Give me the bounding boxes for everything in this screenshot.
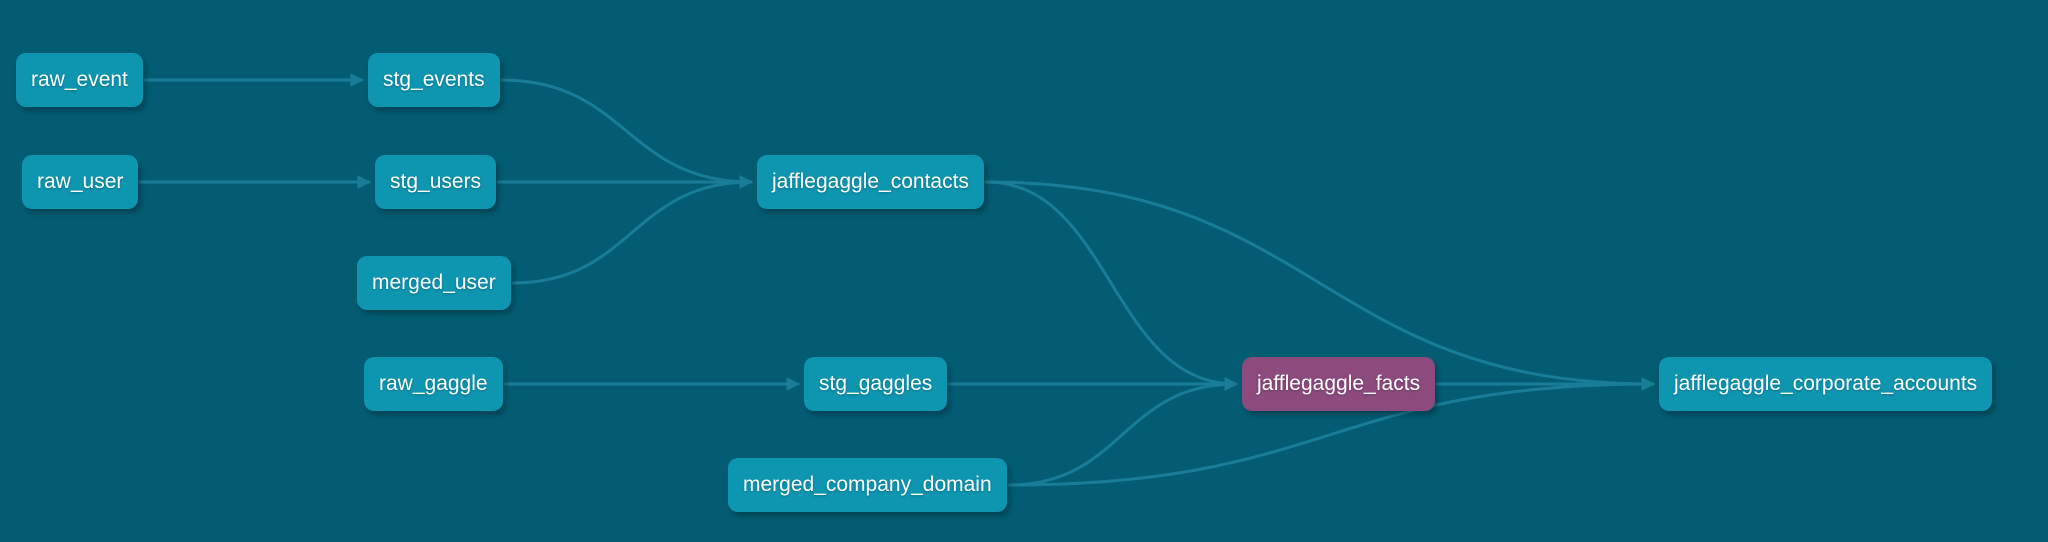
graph-node-raw-user[interactable]: raw_user xyxy=(22,155,139,209)
graph-edge-merged-user-to-jafflegaggle-contacts xyxy=(511,175,754,285)
graph-node-stg-events[interactable]: stg_events xyxy=(368,53,500,107)
graph-node-jafflegaggle-contacts[interactable]: jafflegaggle_contacts xyxy=(757,155,984,209)
graph-node-merged-user[interactable]: merged_user xyxy=(357,256,511,310)
graph-edge-stg-events-to-jafflegaggle-contacts xyxy=(500,78,754,189)
graph-node-stg-gaggles[interactable]: stg_gaggles xyxy=(804,357,948,411)
graph-edge-jafflegaggle-contacts-to-jafflegaggle-facts xyxy=(984,180,1239,391)
graph-edge-jafflegaggle-contacts-to-jafflegaggle-corporate-accounts xyxy=(984,180,1656,391)
graph-node-jafflegaggle-facts[interactable]: jafflegaggle_facts xyxy=(1242,357,1436,411)
graph-edge-merged-company-domain-to-jafflegaggle-facts xyxy=(1007,377,1239,487)
graph-edge-merged-company-domain-to-jafflegaggle-corporate-accounts xyxy=(1007,377,1656,487)
graph-node-raw-gaggle[interactable]: raw_gaggle xyxy=(364,357,503,411)
graph-node-merged-company-domain[interactable]: merged_company_domain xyxy=(728,458,1007,512)
graph-node-raw-event[interactable]: raw_event xyxy=(16,53,143,107)
graph-node-jafflegaggle-corporate-accounts[interactable]: jafflegaggle_corporate_accounts xyxy=(1659,357,1993,411)
graph-node-stg-users[interactable]: stg_users xyxy=(375,155,497,209)
